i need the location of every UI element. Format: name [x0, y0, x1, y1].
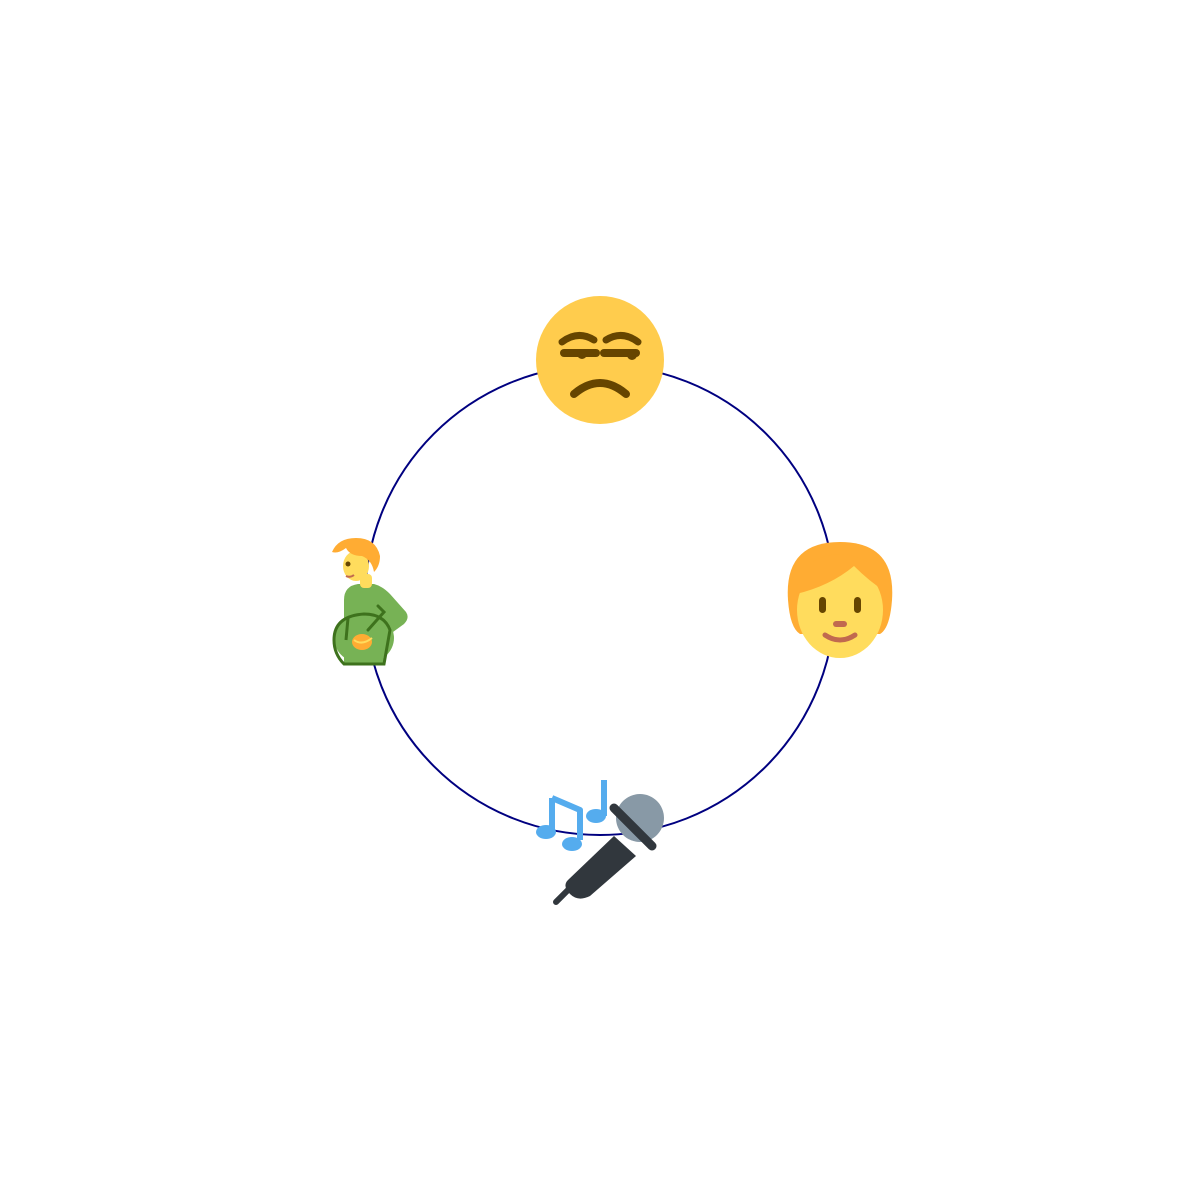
unamused-face-icon: [536, 296, 664, 424]
music-notes-icon: [536, 780, 607, 851]
cycle-ring: [364, 364, 836, 836]
microphone-icon: [553, 794, 664, 905]
pregnant-man-icon: [332, 538, 408, 666]
child-face-icon: [787, 542, 893, 658]
microphone-with-music-notes-icon: [536, 780, 664, 905]
